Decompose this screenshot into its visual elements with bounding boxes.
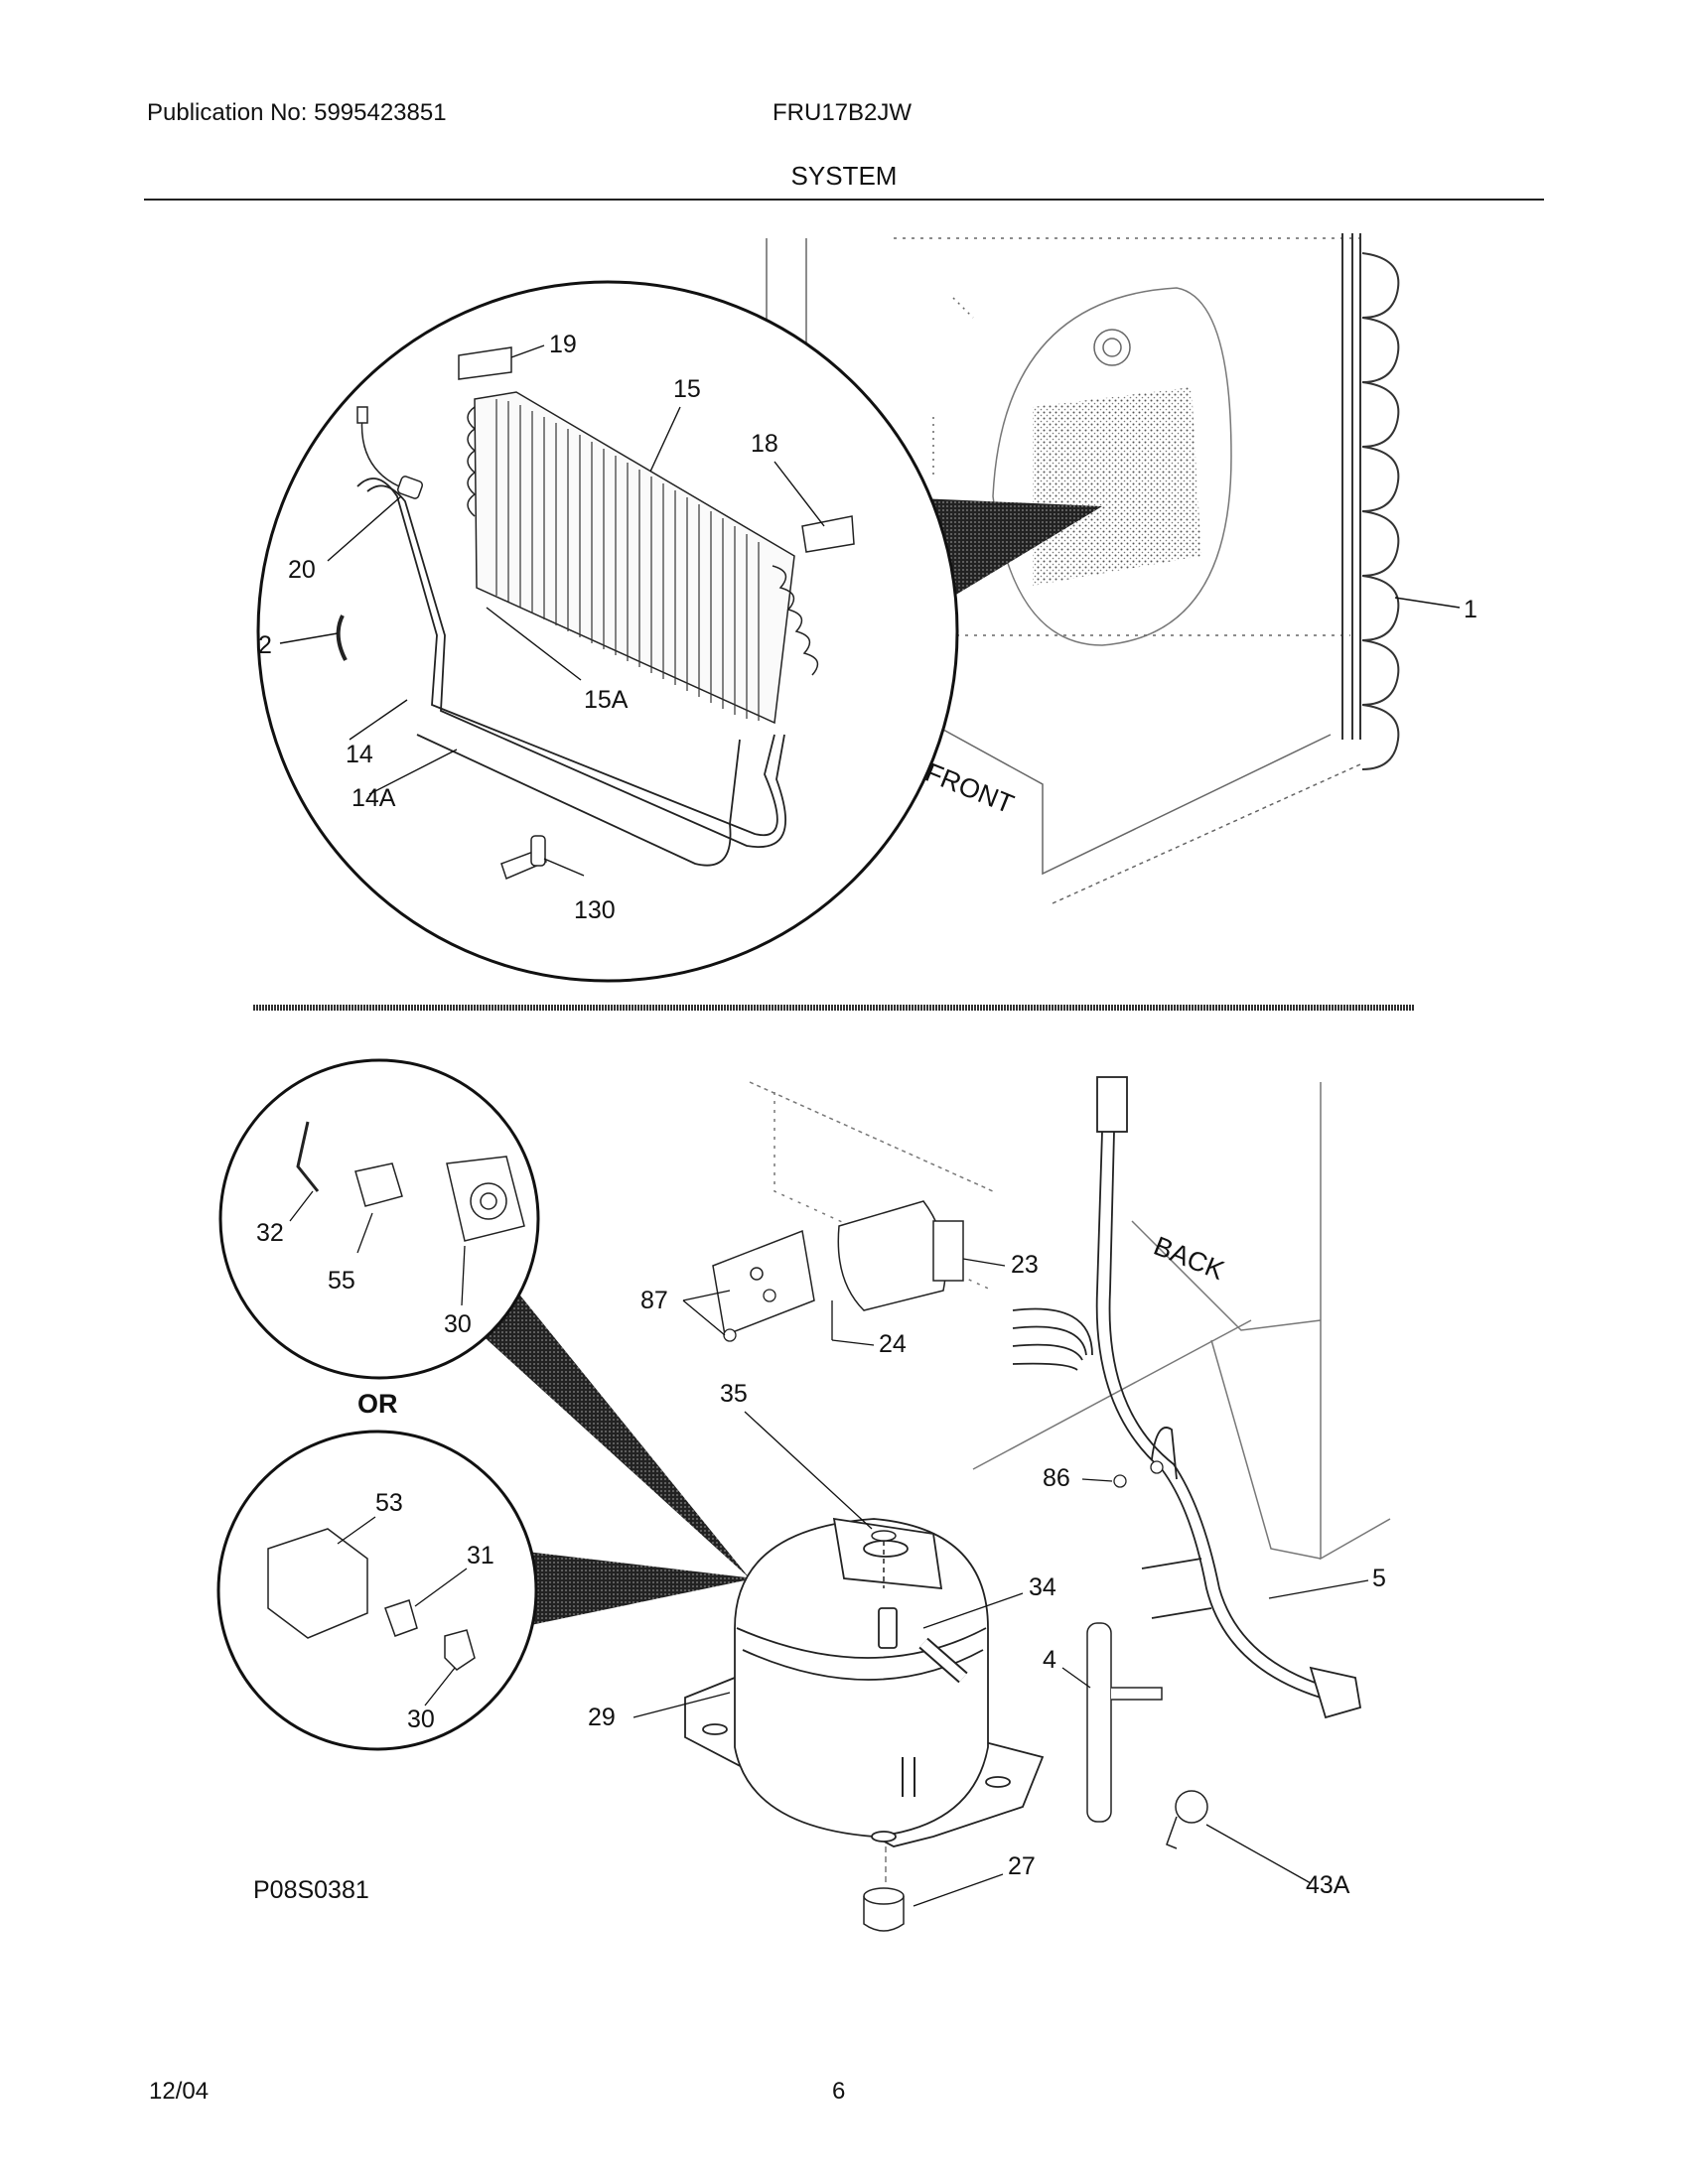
callout-1: 1 — [1464, 596, 1477, 623]
callout-5: 5 — [1372, 1565, 1386, 1592]
callout-130: 130 — [574, 896, 616, 924]
callout-34: 34 — [1029, 1573, 1056, 1601]
relay-detail-circle-a — [218, 1058, 540, 1380]
evaporator — [467, 391, 819, 725]
callout-19: 19 — [549, 331, 577, 358]
callout-14a: 14A — [352, 784, 396, 812]
filter-drier — [1086, 1622, 1163, 1823]
callout-30-b: 30 — [407, 1706, 435, 1733]
callout-35: 35 — [720, 1380, 748, 1408]
model-number: FRU17B2JW — [773, 99, 913, 126]
pad-19 — [458, 346, 512, 380]
callout-43a: 43A — [1306, 1871, 1350, 1899]
clip-part — [336, 614, 348, 661]
front-label: FRONT — [921, 757, 1018, 820]
callout-86: 86 — [1043, 1464, 1070, 1492]
callout-15: 15 — [673, 375, 701, 403]
compressor — [684, 1517, 1045, 1847]
callout-20: 20 — [288, 556, 316, 584]
callout-32: 32 — [256, 1219, 284, 1247]
drain-trap — [500, 835, 547, 881]
zoom-wedge-relay — [477, 1291, 750, 1578]
callout-30-a: 30 — [444, 1310, 472, 1338]
relay-detail-circle-b — [216, 1430, 538, 1751]
callout-31: 31 — [467, 1542, 494, 1570]
section-title: SYSTEM — [790, 161, 898, 191]
figure-code: P08S0381 — [253, 1876, 369, 1904]
callout-29: 29 — [588, 1704, 616, 1731]
screws-87 — [723, 1289, 776, 1342]
callout-27: 27 — [1008, 1852, 1036, 1880]
ground-screw — [1150, 1460, 1164, 1474]
header-rule — [144, 199, 1544, 201]
relay-assembly-b — [267, 1528, 476, 1671]
callout-55: 55 — [328, 1267, 355, 1295]
callout-18: 18 — [751, 430, 778, 458]
relay-assembly-a — [296, 1121, 525, 1242]
pad-18 — [801, 515, 855, 553]
callout-24: 24 — [879, 1330, 907, 1358]
callout-53: 53 — [375, 1489, 403, 1517]
callout-15a: 15A — [584, 686, 629, 714]
zoom-wedge-ptc — [501, 1549, 755, 1628]
callout-4: 4 — [1043, 1646, 1056, 1674]
footer-date: 12/04 — [149, 2078, 210, 2105]
power-cord — [1012, 1076, 1362, 1719]
evaporator-cavity — [1033, 387, 1201, 586]
drain-heater — [356, 478, 786, 867]
condenser-coil — [1341, 233, 1400, 770]
grommet — [863, 1887, 905, 1932]
bolt — [871, 1530, 897, 1588]
relay-cover — [712, 1200, 964, 1337]
defrost-thermostat — [356, 406, 424, 499]
clamp — [1166, 1790, 1208, 1849]
screw-86 — [1113, 1474, 1127, 1488]
callout-2: 2 — [258, 631, 272, 659]
page-number: 6 — [832, 2078, 846, 2105]
or-label: OR — [357, 1389, 398, 1419]
publication-number: Publication No: 5995423851 — [147, 99, 447, 126]
callout-87: 87 — [640, 1287, 668, 1314]
callout-23: 23 — [1011, 1251, 1039, 1279]
callout-14: 14 — [346, 741, 373, 768]
